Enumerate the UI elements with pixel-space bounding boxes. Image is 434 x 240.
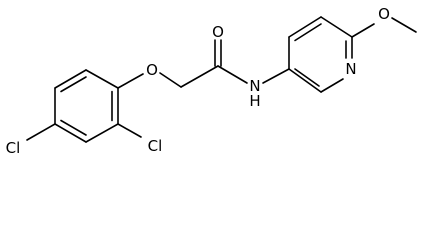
atom-label-cl-right: Cl [148, 137, 163, 155]
molecule-drawing: Cl Cl O O N H N O [6, 5, 417, 157]
atom-label-methoxy-oxygen: O [378, 5, 390, 23]
bond-pyridine-to-methoxy-o [351, 23, 375, 38]
double-bond-inner [60, 119, 87, 136]
bond-methoxy-o-to-ch3 [391, 17, 417, 33]
bond [85, 123, 119, 143]
bond [288, 16, 322, 38]
bond-nh-pyridine [262, 68, 290, 84]
bond [320, 78, 344, 93]
bond [54, 123, 87, 143]
double-bond-inner [294, 68, 320, 87]
atom-label-carbonyl-oxygen: O [212, 23, 224, 41]
bond-ring-to-cl-left [26, 123, 56, 141]
dichlorophenyl-ring [54, 69, 119, 143]
bond [288, 68, 322, 93]
atom-label-amide-nitrogen: N [249, 77, 260, 95]
atom-label-amide-hydrogen: H [249, 92, 260, 110]
atom-label-pyridine-nitrogen: N [345, 60, 356, 78]
bond [320, 16, 353, 38]
bond-carbonyl-nh [217, 65, 248, 84]
bond-o-ch2 [159, 72, 182, 88]
bond-ring-to-cl-right [117, 123, 142, 138]
bond [85, 69, 119, 89]
bond-ch2-carbonyl [180, 65, 219, 88]
atom-label-ether-oxygen: O [146, 61, 158, 79]
double-bond-inner [60, 76, 87, 93]
bond-ring-to-ether-o [117, 73, 144, 89]
structure-diagram: Cl Cl O O N H N O [6, 5, 417, 157]
pyridine-ring [288, 16, 353, 93]
double-bond-inner [294, 23, 322, 42]
atom-label-cl-left: Cl [6, 139, 21, 157]
bond [54, 69, 87, 89]
